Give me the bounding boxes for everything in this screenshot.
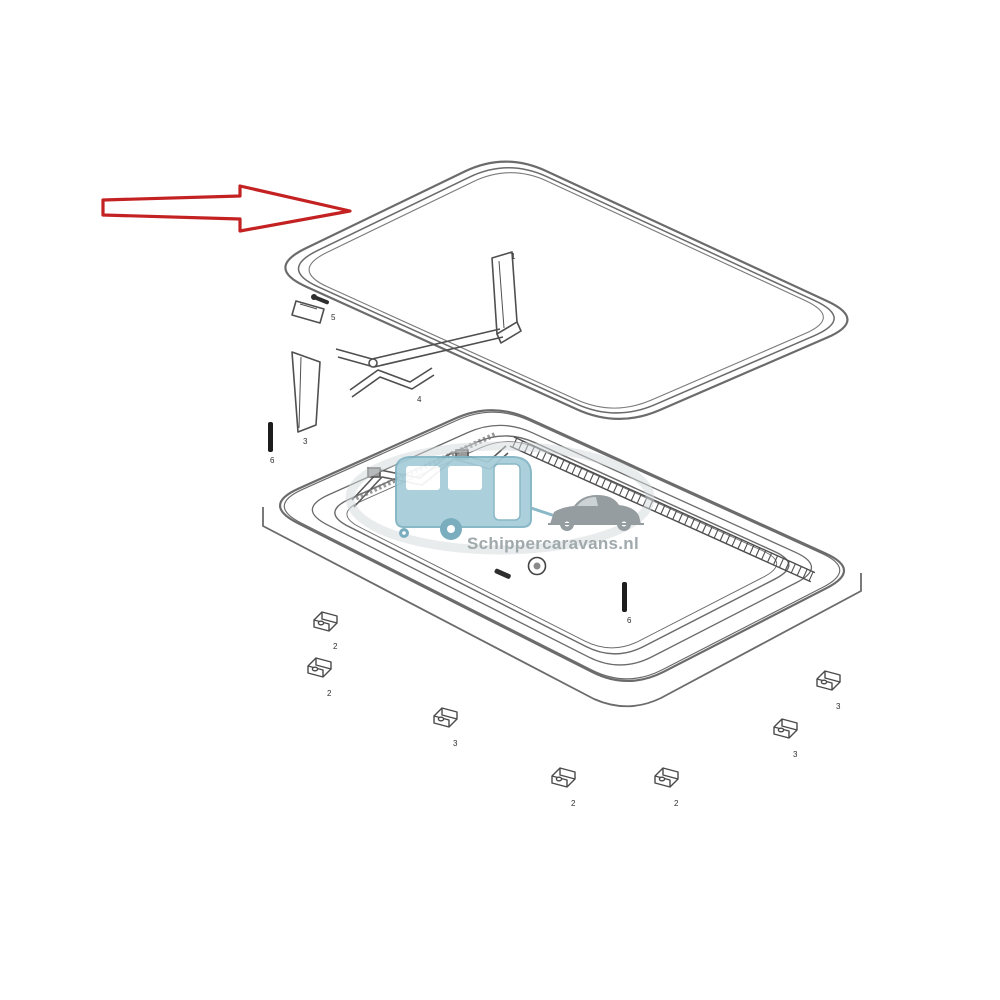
part-number-label: 4 — [417, 395, 422, 404]
clip-part — [307, 657, 332, 678]
part-number-label: 2 — [571, 799, 576, 808]
part-number-label: 3 — [793, 750, 798, 759]
car-silhouette — [550, 495, 641, 524]
part-number-label: 2 — [327, 689, 332, 698]
clip-part — [773, 718, 798, 739]
watermark-text: Schippercaravans.nl — [467, 534, 639, 553]
part-number-label: 3 — [453, 739, 458, 748]
part-number-label: 1 — [511, 252, 516, 261]
caravan-window — [448, 466, 482, 490]
part-number-label: 5 — [331, 313, 336, 322]
clip-part — [313, 611, 338, 632]
clip-part — [551, 767, 576, 788]
frame-thickness-edge — [262, 507, 862, 708]
lift-mechanism — [291, 251, 522, 433]
crank-part — [291, 300, 325, 324]
part-number-label: 3 — [836, 702, 841, 711]
clip-part — [654, 767, 679, 788]
part-number-label: 3 — [303, 437, 308, 446]
pin-parts — [268, 422, 627, 612]
part-number-label: 6 — [627, 616, 632, 625]
car-window — [577, 497, 598, 506]
roof-pane-seal — [284, 160, 849, 420]
pin — [622, 582, 627, 612]
rack-teeth-strip — [509, 436, 816, 583]
logo-swoosh — [345, 441, 655, 555]
arm-pivot — [368, 358, 378, 368]
screw-parts — [311, 294, 511, 579]
watermark-logo: Schippercaravans.nl — [345, 441, 655, 555]
part-number-label: 2 — [674, 799, 679, 808]
handle-knob — [527, 556, 547, 576]
part-number-label: 6 — [270, 456, 275, 465]
screw-shaft — [494, 568, 511, 579]
mounting-clips — [307, 611, 841, 788]
caravan-window — [406, 466, 440, 490]
screw-shaft — [312, 295, 329, 305]
caravan-door — [493, 463, 521, 521]
base-frame — [262, 409, 862, 708]
pointer-arrow — [101, 184, 352, 233]
clip-part — [433, 707, 458, 728]
clip-part — [816, 670, 841, 691]
pin — [268, 422, 273, 452]
mount-plate — [291, 351, 321, 433]
part-number-label: 2 — [333, 642, 338, 651]
part-number-labels: 1 4 3 5 6 6 2 2 3 2 2 3 3 — [270, 252, 841, 808]
